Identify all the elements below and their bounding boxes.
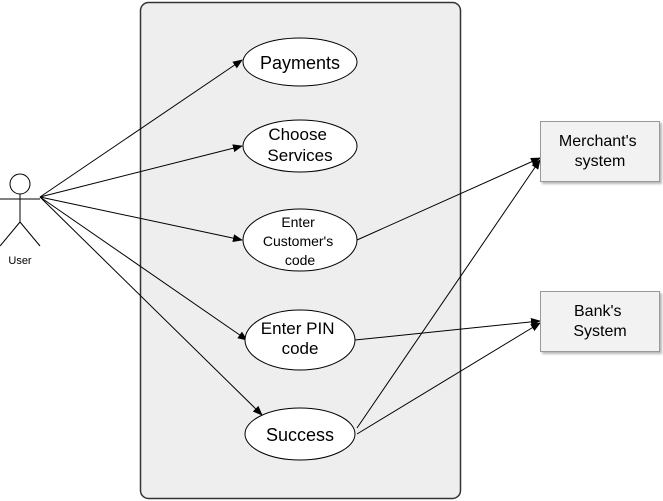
connector-user-choose-services (39, 144, 243, 198)
use-case-enter-customer-code-line: Customer's (263, 233, 333, 249)
use-case-choose-services[interactable]: Choose Services (242, 119, 358, 173)
user-connectors (39, 59, 263, 416)
use-case-enter-customer-code-line: code (285, 252, 316, 268)
external-system-merchant-box (540, 121, 660, 182)
external-system-merchant-line: system (575, 153, 626, 170)
external-system-bank-line: Bank's (574, 303, 622, 320)
connector-user-payments (39, 59, 243, 198)
use-case-enter-pin-code[interactable]: Enter PIN code (244, 309, 356, 371)
connector-success-bank (356, 322, 541, 435)
external-system-bank-box (540, 291, 660, 352)
use-case-enter-customer-code-line: Enter (281, 214, 315, 230)
system-connectors (354, 157, 541, 435)
user-actor-label: User (8, 255, 32, 267)
use-case-enter-customer-code-shape (242, 208, 358, 272)
user-actor-right-leg (19, 221, 41, 247)
use-case-enter-pin-code-label: Enter PIN code (261, 319, 339, 358)
user-actor-left-leg (0, 221, 21, 247)
use-case-payments-label: Payments (260, 53, 340, 73)
use-case-enter-pin-code-line: code (282, 339, 319, 358)
use-case-choose-services-label: Choose Services (267, 125, 332, 165)
use-case-success-label: Success (266, 425, 334, 445)
user-actor-head (9, 173, 31, 195)
external-system-bank-label: Bank's System (573, 303, 626, 340)
external-system-bank[interactable]: Bank's System (540, 291, 660, 352)
use-case-success[interactable]: Success (244, 407, 356, 461)
connector-user-success (39, 196, 263, 416)
use-case-choose-services-line: Choose (268, 125, 327, 144)
connector-user-enter-customer-code (39, 196, 243, 243)
external-system-bank-line: System (573, 323, 626, 340)
connector-user-enter-pin-code (39, 196, 248, 341)
user-actor[interactable] (0, 173, 41, 247)
use-case-enter-pin-code-shape (244, 309, 356, 371)
use-case-success-shape (244, 407, 356, 461)
use-case-enter-customer-code[interactable]: Enter Customer's code (242, 208, 358, 272)
use-case-choose-services-line: Services (267, 146, 332, 165)
connector-success-merchant (356, 159, 541, 429)
external-system-merchant-label: Merchant's system (559, 133, 641, 170)
connector-pin-code-bank (354, 317, 541, 341)
use-case-enter-customer-code-label: Enter Customer's code (263, 214, 337, 268)
use-case-payments[interactable]: Payments (242, 37, 358, 87)
external-system-merchant[interactable]: Merchant's system (540, 121, 660, 182)
use-case-enter-pin-code-line: Enter PIN (261, 319, 335, 338)
use-case-payments-shape (242, 37, 358, 87)
use-case-success-line: Success (266, 425, 334, 445)
use-case-choose-services-shape (242, 119, 358, 173)
use-case-payments-line: Payments (260, 53, 340, 73)
connector-customer-code-merchant (356, 157, 541, 241)
external-system-merchant-line: Merchant's (559, 133, 637, 150)
